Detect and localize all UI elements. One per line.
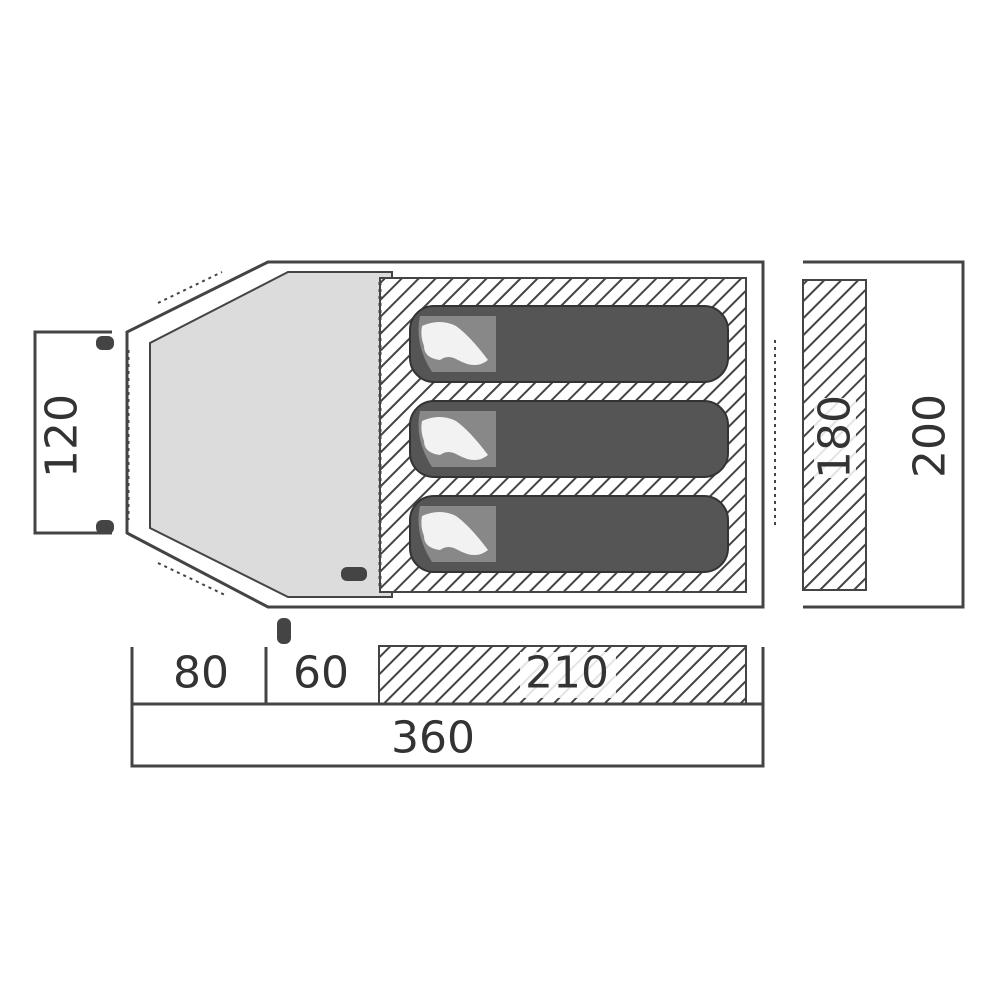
vent-top <box>157 271 223 304</box>
total-width-label: 200 <box>905 394 956 478</box>
sleeping-bag <box>409 400 729 478</box>
vestibule-width-label: 120 <box>37 394 88 478</box>
sleeping-bag <box>409 495 729 573</box>
entrance-length-label: 60 <box>293 648 349 699</box>
inner-tent-length-label: 210 <box>525 648 609 699</box>
pillow-icon <box>421 322 488 365</box>
zipper-pull-icon <box>341 567 367 581</box>
zipper-pull-icon <box>96 520 114 534</box>
vestibule-length-label: 80 <box>173 648 229 699</box>
vestibule-width-bracket <box>33 330 112 535</box>
tent-outline <box>125 260 765 609</box>
total-length-label: 360 <box>391 713 475 764</box>
zipper-pull-icon <box>277 618 291 644</box>
total-width-bracket <box>803 260 965 609</box>
vestibule-area <box>149 271 393 598</box>
vent-bottom <box>157 562 226 596</box>
inner-tent-width-label: 180 <box>810 395 861 479</box>
zipper-pull-icon <box>96 336 114 350</box>
sleeping-bag <box>409 305 729 383</box>
pillow-icon <box>421 512 488 555</box>
length-dimension-lines <box>130 647 765 768</box>
pillow-icon <box>421 417 488 460</box>
